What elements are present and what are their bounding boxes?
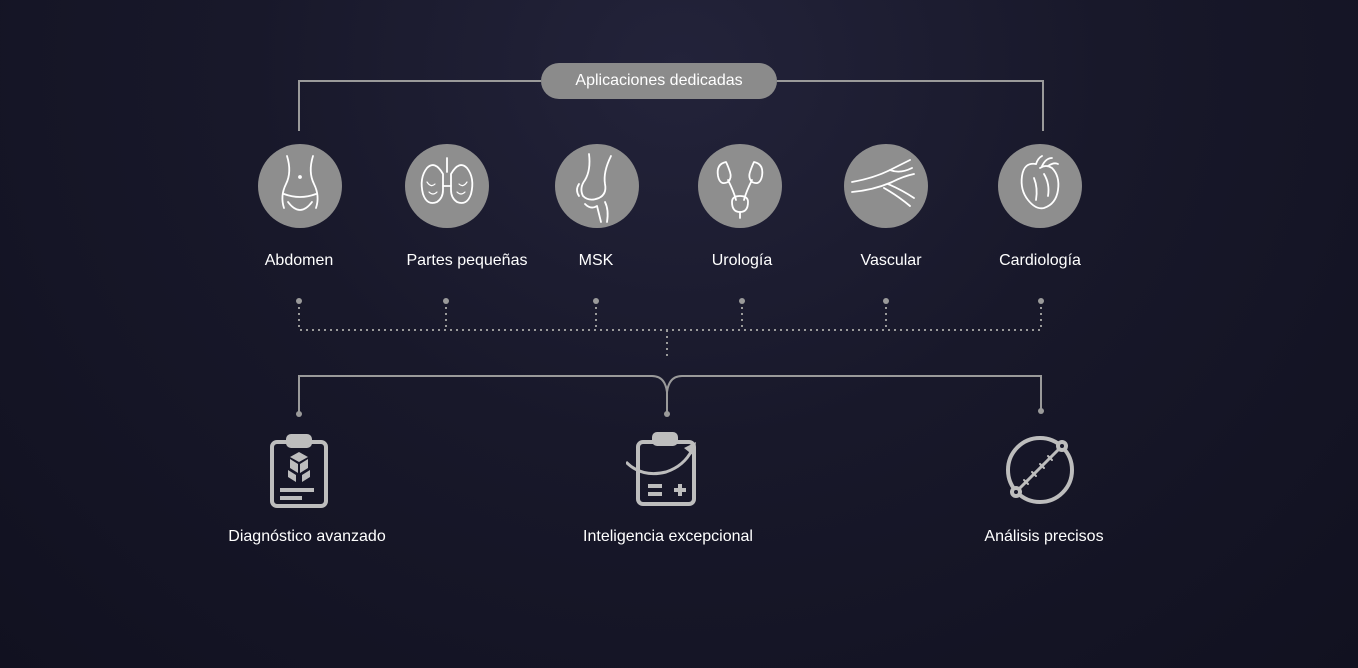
- clipboard-cubes-icon: [258, 430, 338, 510]
- application-label: MSK: [578, 252, 614, 269]
- feature-label: Análisis precisos: [984, 528, 1104, 545]
- clipboard-arrow-icon: [626, 428, 706, 508]
- application-label: Urología: [711, 252, 773, 269]
- application-label: Vascular: [860, 252, 922, 269]
- application-label: Cardiología: [999, 252, 1081, 269]
- blood-vessels-icon: [844, 144, 928, 228]
- urinary-system-icon: [698, 144, 782, 228]
- knee-joint-icon: [555, 144, 639, 228]
- feature-label: Inteligencia excepcional: [583, 528, 753, 545]
- application-label: Abdomen: [264, 252, 334, 269]
- heart-icon: [998, 144, 1082, 228]
- application-label: Partes pequeñas: [406, 252, 528, 269]
- dedicated-applications-badge: Aplicaciones dedicadas: [541, 63, 777, 99]
- abdomen-icon: [258, 144, 342, 228]
- feature-label: Diagnóstico avanzado: [228, 528, 386, 545]
- circle-measure-icon: [1000, 430, 1080, 510]
- thyroid-icon: [405, 144, 489, 228]
